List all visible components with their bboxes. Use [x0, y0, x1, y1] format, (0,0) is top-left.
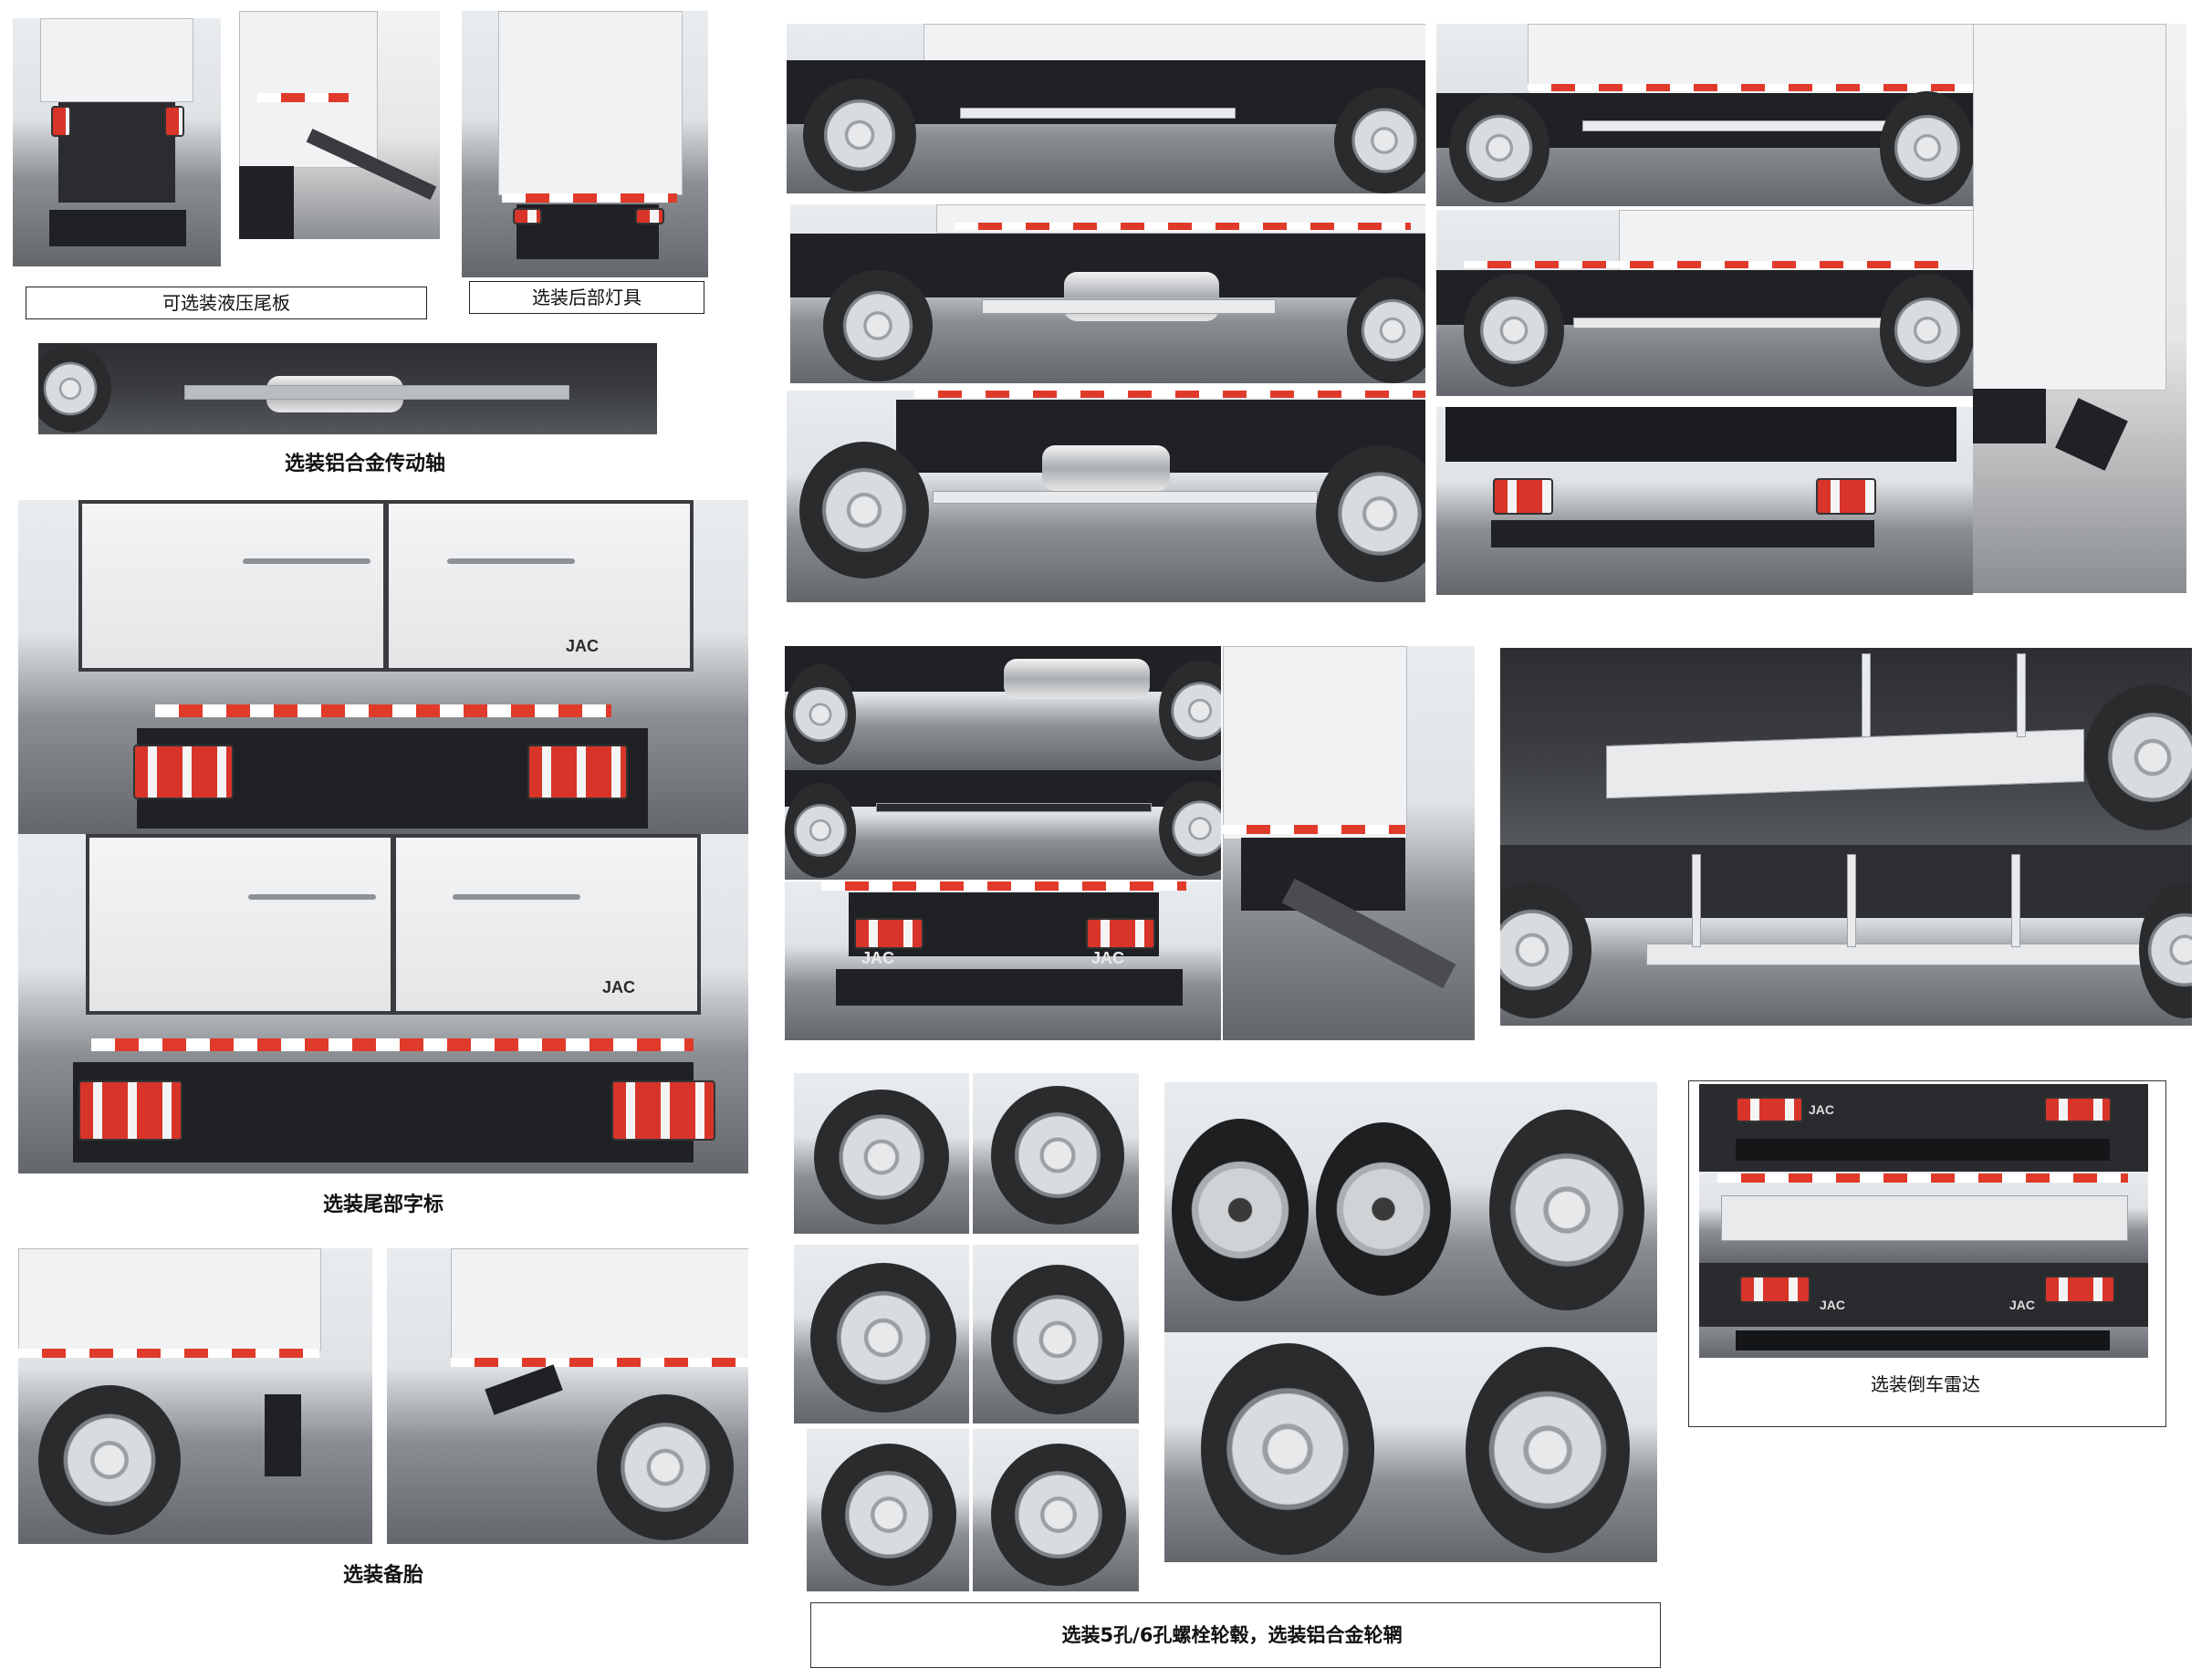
jac-logo-radar-3-left: JAC — [1820, 1298, 1846, 1312]
jac-logo-bumper-left: JAC — [861, 949, 895, 967]
photo-spare-tire-right — [387, 1248, 748, 1544]
photo-wheel-4 — [973, 1245, 1139, 1424]
jac-logo-upper: JAC — [566, 637, 600, 655]
caption-hubs-frame — [810, 1602, 1661, 1668]
caption-reverse-radar: 选装倒车雷达 — [1871, 1373, 1980, 1395]
caption-hydraulic-tailgate: 可选装液压尾板 — [26, 287, 427, 319]
photo-alloy-wheel-3 — [1453, 1082, 1657, 1332]
photo-wheel-6 — [973, 1429, 1139, 1591]
photo-side-view-1 — [787, 24, 1425, 193]
photo-side-step-closeup-1 — [1500, 648, 2192, 845]
photo-side-step-closeup-2 — [1500, 845, 2192, 1026]
photo-wheel-5 — [807, 1429, 969, 1591]
photo-wheel-8 — [1438, 1332, 1657, 1562]
jac-logo-lower: JAC — [602, 978, 636, 996]
photo-rear-lights-truck — [462, 11, 708, 277]
photo-reverse-radar-3: JAC JAC — [1699, 1263, 2148, 1358]
caption-alloy-driveshaft: 选装铝合金传动轴 — [284, 453, 445, 475]
photo-hydraulic-tailgate-side — [239, 11, 440, 239]
photo-rear-lettering-lower: JAC — [18, 834, 748, 1173]
photo-rear-lettering-upper: JAC — [18, 500, 748, 834]
photo-wheel-3 — [794, 1245, 969, 1424]
photo-wheel-2 — [973, 1073, 1139, 1234]
photo-side-view-5 — [1436, 210, 1973, 396]
photo-wheel-1 — [794, 1073, 969, 1234]
jac-logo-radar-1: JAC — [1809, 1102, 1835, 1117]
photo-alloy-wheel-2 — [1310, 1082, 1453, 1332]
photo-side-view-4 — [1436, 24, 1973, 206]
photo-spare-tire-left — [18, 1248, 372, 1544]
photo-side-view-3 — [787, 391, 1425, 602]
photo-rear-bumper-view — [1436, 407, 1973, 595]
jac-logo-bumper-right: JAC — [1091, 949, 1125, 967]
photo-alloy-driveshaft — [38, 343, 657, 434]
caption-radar-frame — [1688, 1080, 2166, 1427]
caption-spare-tire: 选装备胎 — [342, 1564, 423, 1587]
photo-alloy-wheel-1 — [1164, 1082, 1310, 1332]
photo-wheel-7 — [1164, 1332, 1438, 1562]
photo-rear-jac-bumper: JAC JAC — [785, 881, 1221, 1040]
photo-hydraulic-tailgate-rear — [13, 18, 221, 266]
photo-reverse-radar-1: JAC — [1699, 1084, 2148, 1172]
caption-rear-lights: 选装后部灯具 — [469, 281, 704, 314]
photo-side-step-1 — [785, 646, 1221, 770]
jac-logo-radar-3-right: JAC — [2009, 1298, 2036, 1312]
photo-reverse-radar-2 — [1699, 1172, 2148, 1263]
photo-box-corner — [1973, 24, 2186, 593]
photo-underrun-bar — [1223, 646, 1475, 1040]
photo-side-view-2 — [790, 204, 1425, 383]
caption-rear-lettering: 选装尾部字标 — [322, 1194, 443, 1216]
photo-side-step-2 — [785, 770, 1221, 880]
caption-hubs-and-rims: 选装5孔/6孔螺栓轮毂，选装铝合金轮辋 — [1061, 1624, 1403, 1646]
